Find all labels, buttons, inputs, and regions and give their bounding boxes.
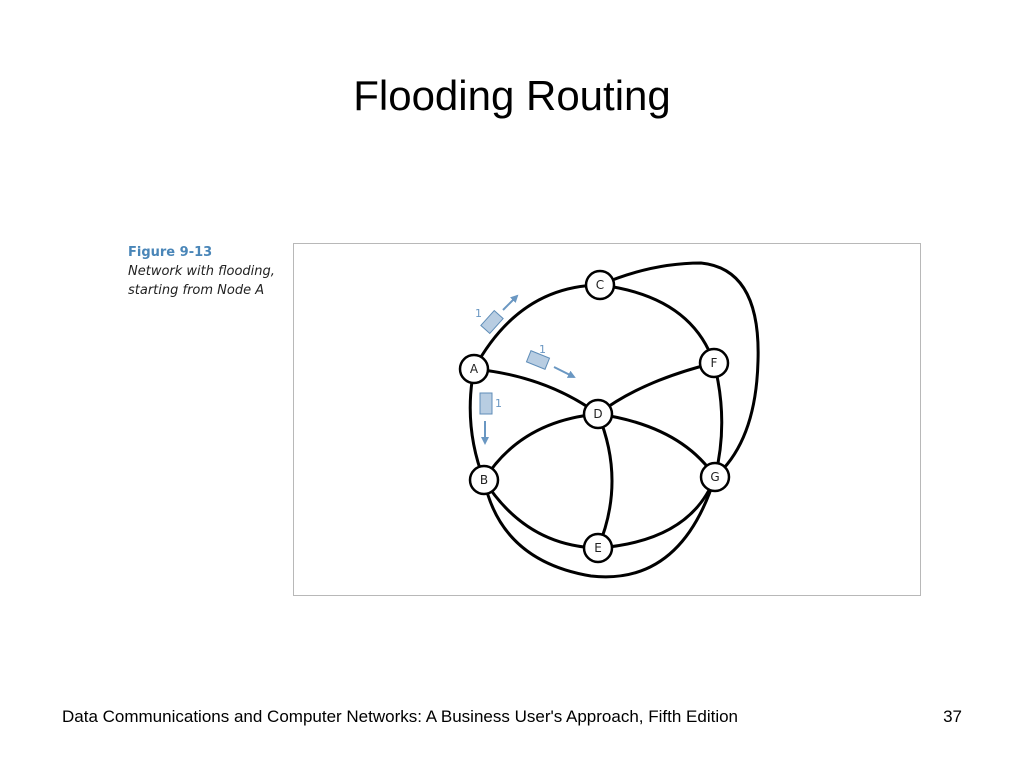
figure-caption-line-2: starting from Node A [128, 283, 265, 298]
network-diagram: 1 1 1 A B C D E [293, 243, 921, 596]
link-f-d [597, 361, 715, 416]
figure-caption-line-1: Network with flooding, [128, 264, 275, 279]
figure-caption: Figure 9-13 Network with flooding, start… [128, 244, 288, 300]
link-a-d [473, 367, 599, 416]
link-d-e [596, 413, 614, 549]
packet-label: 1 [495, 397, 502, 410]
packet-marker [479, 392, 493, 415]
links [468, 261, 760, 579]
link-d-b [482, 412, 599, 481]
node-label-c: C [596, 278, 604, 292]
link-f-g [712, 362, 724, 478]
node-label-d: D [593, 407, 602, 421]
link-b-e [482, 479, 599, 550]
link-a-b [468, 368, 486, 481]
node-label-g: G [710, 470, 719, 484]
packet-to-c: 1 [475, 294, 519, 335]
node-g: G [699, 461, 731, 493]
packet-label: 1 [539, 343, 546, 356]
packet-marker [525, 350, 551, 370]
link-d-g [597, 412, 717, 478]
packet-arrow [553, 366, 576, 378]
link-c-f [599, 283, 716, 364]
node-e: E [582, 532, 614, 564]
figure-number: Figure 9-13 [128, 245, 213, 260]
node-label-f: F [711, 356, 718, 370]
node-b: B [468, 464, 500, 496]
link-c-g [599, 261, 760, 479]
node-d: D [582, 398, 614, 430]
node-label-a: A [470, 362, 479, 376]
page-number: 37 [943, 707, 962, 726]
link-b-g [482, 476, 717, 579]
link-a-c [472, 283, 601, 370]
slide-title: Flooding Routing [353, 72, 671, 119]
node-a: A [458, 353, 490, 385]
node-c: C [584, 269, 616, 301]
node-f: F [698, 347, 730, 379]
link-e-g [597, 476, 717, 550]
network-diagram-svg: 1 1 1 A B C D E [458, 261, 760, 579]
packet-to-b: 1 [479, 392, 502, 445]
packet-to-d: 1 [525, 343, 576, 378]
slide-footer: Data Communications and Computer Network… [62, 707, 738, 726]
node-label-e: E [594, 541, 602, 555]
packet-arrow [502, 294, 519, 311]
packet-marker [480, 309, 504, 335]
packet-label: 1 [475, 307, 482, 320]
node-label-b: B [480, 473, 488, 487]
